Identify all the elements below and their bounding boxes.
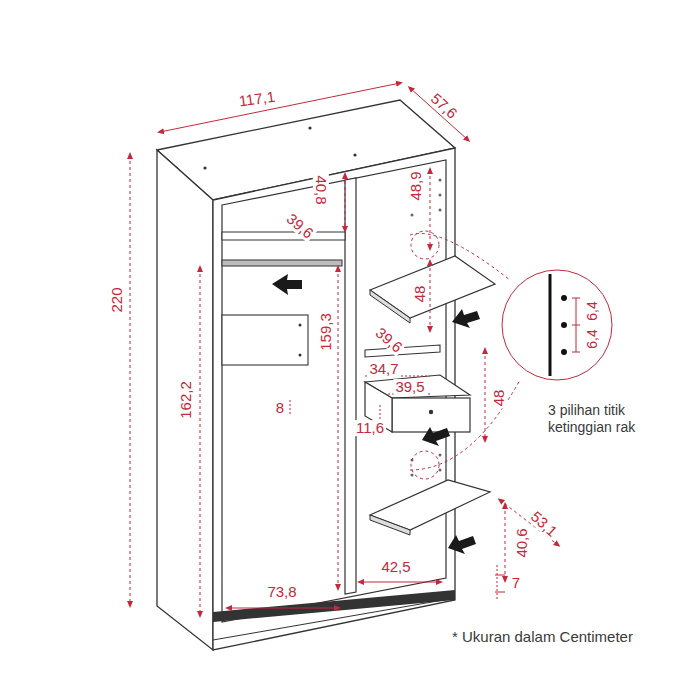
callout-number: 6,4 — [585, 329, 599, 348]
dimension-label: 40,8 — [313, 173, 329, 206]
dimension-label: 73,8 — [265, 584, 298, 600]
dimension-label: 34,7 — [367, 361, 400, 377]
dimension-label: 39,5 — [393, 379, 426, 395]
dimension-label: 220 — [109, 285, 125, 314]
dimension-label: 48 — [491, 388, 507, 409]
dimension-label: 11,6 — [354, 420, 386, 436]
dimension-label: 162,2 — [178, 379, 194, 421]
unit-note: * Ukuran dalam Centimeter — [452, 628, 633, 646]
dimension-label: 42,5 — [379, 559, 412, 575]
dimension-label: 53,1 — [526, 507, 561, 541]
dimension-label: 159,3 — [318, 311, 334, 353]
callout-number: 6,4 — [585, 301, 599, 320]
dimension-label: 7 — [510, 575, 522, 591]
note-text: 3 pilihan titik ketinggian rak — [548, 402, 638, 436]
dimension-label: 8 — [274, 400, 286, 416]
dimension-label: 48,9 — [408, 169, 424, 202]
dimension-label: 48 — [412, 284, 428, 305]
dimension-label: 40,6 — [514, 526, 530, 559]
detail-callout: 6,46,4 — [500, 268, 614, 382]
dimension-label: 117,1 — [236, 88, 278, 109]
callout-circle — [500, 268, 614, 382]
